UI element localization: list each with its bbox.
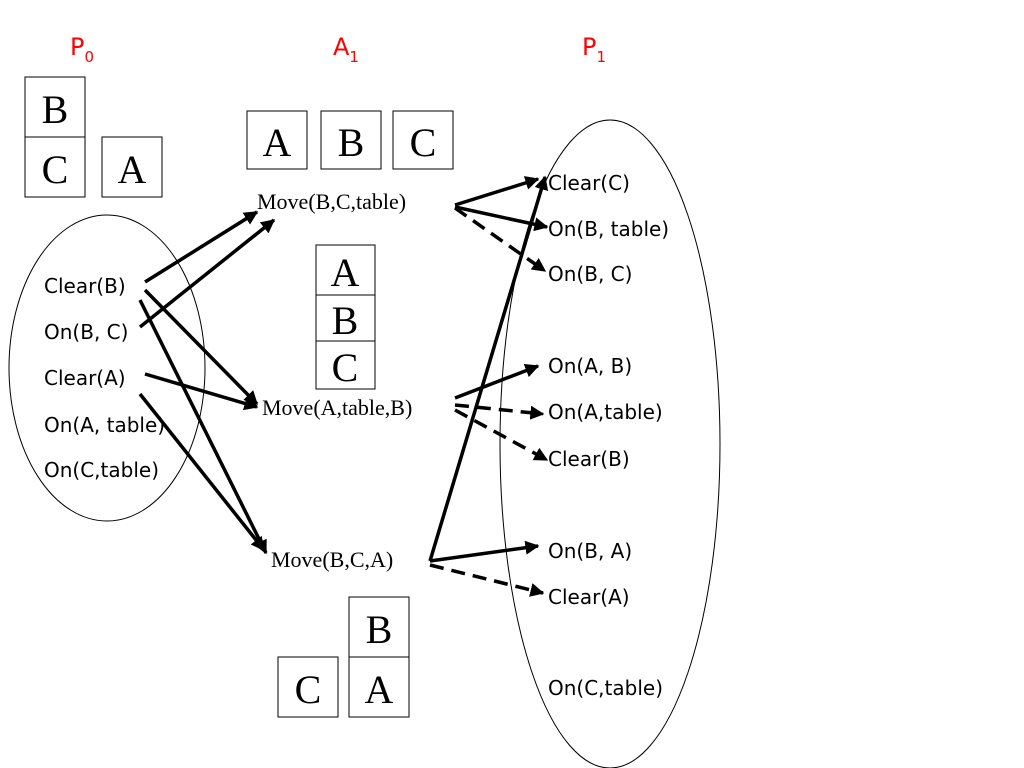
proposition: On(B, A) — [548, 539, 632, 563]
block-label: C — [332, 345, 359, 390]
p0-propositions: Clear(B) On(B, C) Clear(A) On(A, table) … — [44, 274, 165, 482]
block-label: B — [332, 298, 359, 343]
arrow — [454, 403, 545, 420]
p1-ellipse — [499, 119, 721, 768]
action-move-b-c-a: Move(B,C,A) — [271, 547, 393, 572]
block — [392, 110, 454, 170]
arrow — [454, 176, 540, 207]
header-p1: P1 — [582, 33, 606, 66]
proposition: On(B, C) — [44, 320, 128, 344]
block — [246, 110, 308, 170]
header-a1: A1 — [333, 33, 359, 66]
proposition: On(A,table) — [548, 400, 663, 424]
delete-effect-arrows — [429, 206, 549, 597]
block-label: A — [118, 147, 147, 192]
proposition: Clear(B) — [44, 274, 126, 298]
arrow — [138, 392, 266, 552]
p1-propositions: Clear(C) On(B, table) On(B, C) On(A, B) … — [548, 171, 669, 700]
block — [320, 110, 382, 170]
arrow — [144, 210, 259, 284]
p0-ellipse — [8, 214, 206, 522]
header-p0: P0 — [70, 33, 94, 66]
block — [24, 76, 86, 138]
block-label: B — [366, 607, 393, 652]
block-label: C — [42, 147, 69, 192]
proposition: On(C,table) — [548, 676, 663, 700]
arrow — [429, 540, 540, 563]
state-bottom-blocks: C B A — [277, 596, 410, 718]
state-p0-blocks: B C A — [24, 76, 163, 198]
arrow — [428, 175, 549, 562]
block-label: B — [338, 120, 365, 165]
block-label: A — [331, 250, 360, 295]
block — [348, 656, 410, 718]
block-label: A — [263, 120, 292, 165]
add-effect-arrows — [428, 175, 549, 563]
arrow — [454, 364, 540, 400]
proposition: On(C,table) — [44, 458, 159, 482]
action-move-b-c-table: Move(B,C,table) — [257, 189, 406, 214]
proposition: Clear(A) — [548, 585, 630, 609]
arrow — [138, 299, 268, 555]
block — [24, 136, 86, 198]
proposition: Clear(C) — [548, 171, 630, 195]
arrow — [429, 563, 545, 597]
arrow — [454, 408, 549, 462]
state-a1-row-blocks: A B C — [246, 110, 454, 170]
block — [348, 596, 410, 658]
block-label: B — [42, 87, 69, 132]
block — [101, 136, 163, 198]
block-label: C — [410, 120, 437, 165]
proposition: On(B, table) — [548, 217, 669, 241]
state-mid-blocks: A B C — [315, 244, 376, 390]
proposition: Clear(A) — [44, 366, 126, 390]
block — [315, 294, 376, 342]
action-move-a-table-b: Move(A,table,B) — [262, 395, 412, 420]
block-label: C — [295, 667, 322, 712]
block — [315, 340, 376, 390]
actions: Move(B,C,table) Move(A,table,B) Move(B,C… — [257, 189, 412, 572]
proposition: On(A, table) — [44, 413, 165, 437]
block-label: A — [365, 667, 394, 712]
block — [277, 656, 339, 718]
arrow — [144, 372, 259, 411]
arrow — [143, 288, 259, 406]
arrow — [453, 206, 547, 273]
precondition-arrows — [138, 210, 276, 555]
proposition: On(A, B) — [548, 354, 632, 378]
proposition: Clear(B) — [548, 447, 630, 471]
proposition: On(B, C) — [548, 262, 632, 286]
